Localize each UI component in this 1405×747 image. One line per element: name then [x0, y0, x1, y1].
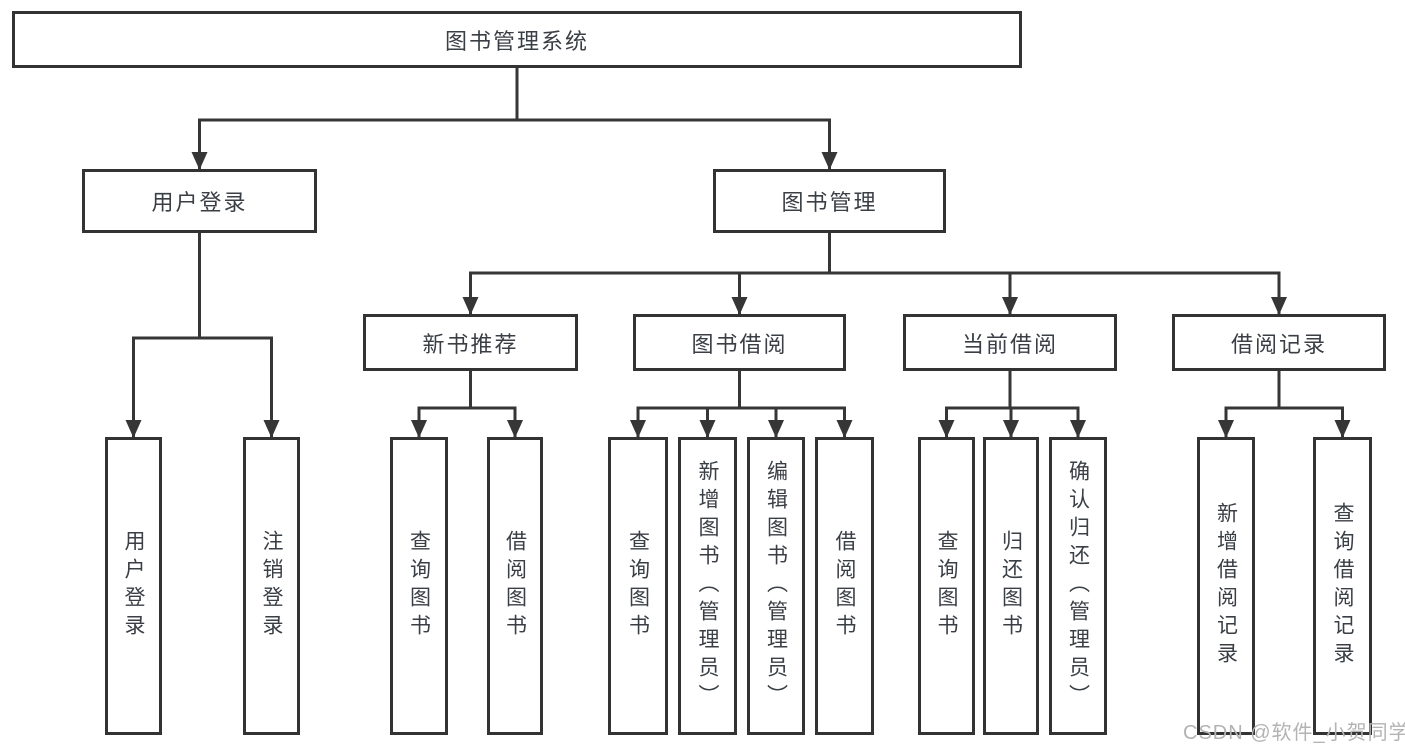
connector-current-to-return	[1003, 406, 1019, 438]
connector-root-to-user-login	[191, 118, 517, 170]
node-leaf-current-return-book: 归还图书	[983, 437, 1039, 735]
connector-borrow-to-add	[699, 406, 740, 438]
connector-mgmt-to-record	[829, 271, 1287, 315]
connector-login-to-logout	[199, 336, 280, 438]
node-leaf-current-confirm-return-admin: 确认归还（管理员）	[1049, 437, 1107, 735]
node-leaf-recommend-query-book: 查询图书	[390, 437, 448, 735]
connector-root-to-book-management	[517, 118, 838, 170]
connector-current-to-confirm	[1010, 406, 1086, 438]
connector-borrow-to-edit	[739, 406, 784, 438]
node-borrow-record: 借阅记录	[1172, 314, 1386, 371]
node-leaf-record-add-record: 新增借阅记录	[1197, 437, 1255, 735]
node-leaf-current-query-book: 查询图书	[918, 437, 975, 735]
node-leaf-logout: 注销登录	[243, 437, 300, 735]
connector-mgmt-to-recommend	[462, 271, 830, 315]
node-user-login-group: 用户登录	[82, 169, 317, 233]
node-book-management: 图书管理	[713, 169, 946, 233]
node-book-borrow: 图书借阅	[633, 314, 846, 371]
connector-borrow-to-borrow	[739, 406, 853, 438]
node-leaf-borrow-edit-book-admin: 编辑图书（管理员）	[747, 437, 805, 735]
node-leaf-borrow-borrow-book: 借阅图书	[815, 437, 874, 735]
connector-mgmt-to-borrow	[731, 271, 830, 315]
connector-login-to-user-login	[125, 336, 200, 438]
node-leaf-user-login: 用户登录	[105, 437, 162, 735]
connector-current-to-query	[938, 406, 1010, 438]
node-current-borrow: 当前借阅	[903, 314, 1117, 371]
connector-record-to-add	[1218, 406, 1279, 438]
connector-borrow-to-query	[630, 406, 740, 438]
node-leaf-borrow-query-book: 查询图书	[608, 437, 668, 735]
node-new-book-recommend: 新书推荐	[363, 314, 578, 371]
connector-record-to-query	[1279, 406, 1351, 438]
connector-mgmt-to-current	[829, 271, 1018, 315]
node-leaf-borrow-add-book-admin: 新增图书（管理员）	[678, 437, 737, 735]
node-library-management-system: 图书管理系统	[12, 11, 1022, 68]
connector-recommend-to-query	[411, 406, 471, 438]
node-leaf-recommend-borrow-book: 借阅图书	[487, 437, 543, 735]
node-leaf-record-query-record: 查询借阅记录	[1313, 437, 1372, 735]
csdn-watermark: CSDN @软件_小贺同学	[1183, 722, 1405, 744]
connector-recommend-to-borrow	[470, 406, 523, 438]
